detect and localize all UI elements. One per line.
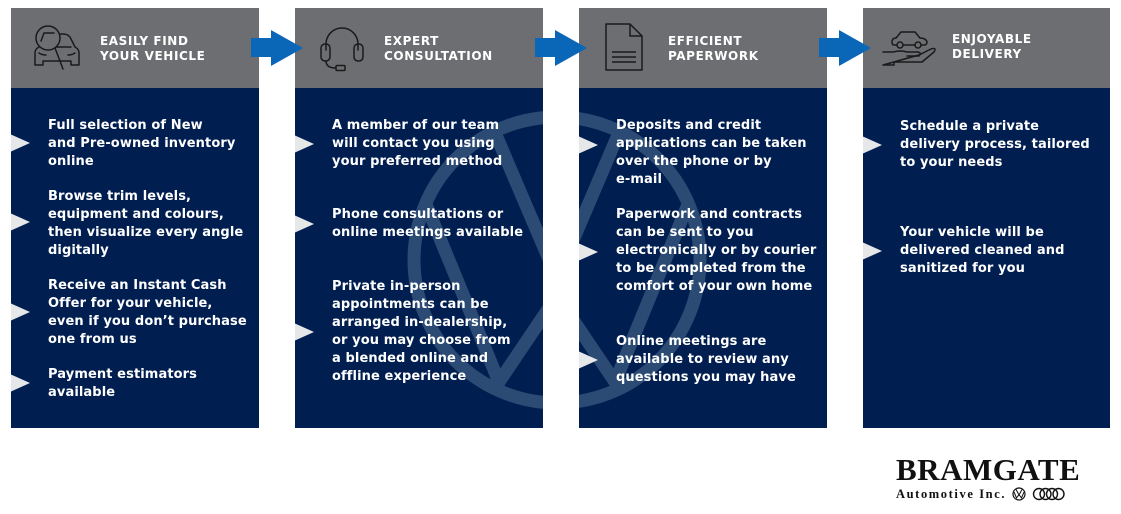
bullet-item: Browse trim levels, equipment and colour… [48,189,244,258]
flow-arrow-icon [251,30,303,66]
dealer-logo: BRAMGATE Automotive Inc. [896,454,1108,502]
car-search-icon [29,21,83,73]
bullet-arrow-icon [11,134,30,152]
bullet-item: Payment estimators available [48,367,198,400]
logo-subtitle-row: Automotive Inc. [896,486,1108,502]
logo-subtitle: Automotive Inc. [896,487,1007,501]
step-header: EASILY FIND YOUR VEHICLE [11,8,259,88]
bullet-arrow-icon [863,136,882,154]
bullet-arrow-icon [579,351,598,369]
bullet-arrow-icon [295,135,314,153]
flow-arrow-icon [535,30,587,66]
logo-brand: BRAMGATE [896,452,1081,487]
step-panel-delivery: ENJOYABLE DELIVERY Schedule a private de… [863,8,1110,428]
step-body: Full selection of New and Pre-owned inve… [11,88,259,428]
bullet-arrow-icon [579,243,598,261]
bullet-item: Schedule a private delivery process, tai… [900,119,1090,170]
step-title: EXPERT CONSULTATION [384,34,493,63]
step-header: EFFICIENT PAPERWORK [579,8,827,88]
flow-arrow-icon [819,30,871,66]
bullet-item: Phone consultations or online meetings a… [332,207,524,240]
bullet-item: Paperwork and contracts can be sent to y… [616,207,817,294]
step-body: A member of our team will contact you us… [295,88,543,428]
bullet-arrow-icon [11,213,30,231]
step-title: EFFICIENT PAPERWORK [668,34,759,63]
bullet-item: Private in-person appointments can be ar… [332,279,511,384]
bullet-arrow-icon [11,374,30,392]
step-title: EASILY FIND YOUR VEHICLE [100,34,206,63]
step-header: EXPERT CONSULTATION [295,8,543,88]
step-body: Deposits and credit applications can be … [579,88,827,428]
bullet-item: Full selection of New and Pre-owned inve… [48,118,236,169]
bullet-item: A member of our team will contact you us… [332,118,503,169]
hand-car-icon [881,28,939,68]
bullet-arrow-icon [863,242,882,260]
bullet-arrow-icon [11,303,30,321]
bullet-arrow-icon [295,215,314,233]
document-icon [604,22,644,72]
step-panel-find-vehicle: EASILY FIND YOUR VEHICLE Full selection … [11,8,259,428]
bullet-item: Online meetings are available to review … [616,334,796,385]
bullet-item: Receive an Instant Cash Offer for your v… [48,278,247,347]
step-title: ENJOYABLE DELIVERY [952,32,1032,61]
audi-rings-icon [1032,487,1065,501]
step-body: Schedule a private delivery process, tai… [863,88,1110,428]
step-header: ENJOYABLE DELIVERY [863,8,1110,88]
step-panel-consultation: EXPERT CONSULTATION A member of our team… [295,8,543,428]
bullet-item: Your vehicle will be delivered cleaned a… [900,225,1065,276]
bullet-item: Deposits and credit applications can be … [616,118,807,187]
step-panel-paperwork: EFFICIENT PAPERWORK Deposits and credit … [579,8,827,428]
bullet-arrow-icon [295,323,314,341]
vw-logo-icon [1012,487,1026,501]
headset-icon [317,26,367,72]
bullet-arrow-icon [579,136,598,154]
